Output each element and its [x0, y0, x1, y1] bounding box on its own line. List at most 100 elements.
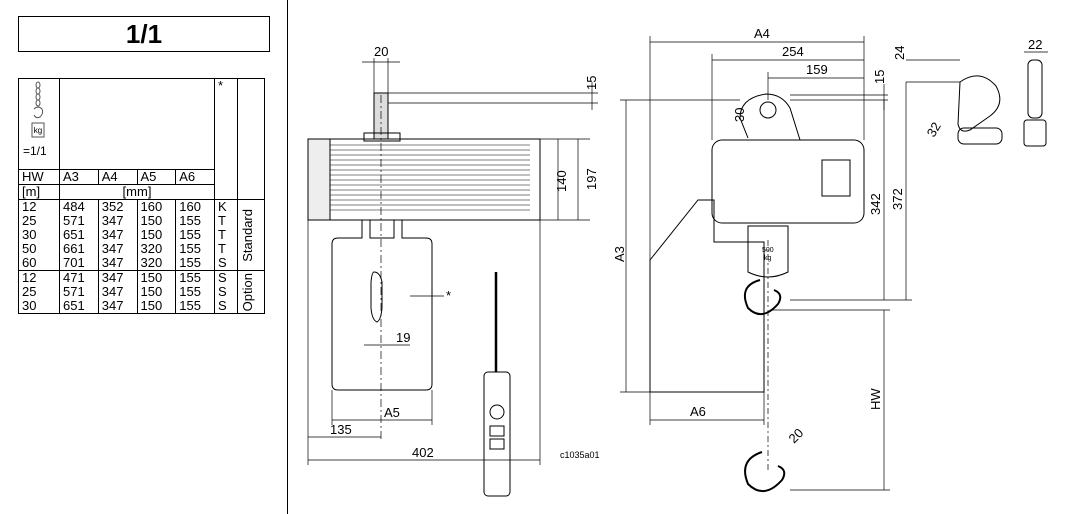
dim-254: 254: [782, 44, 804, 59]
hoist-icon-cell: kg =1/1: [18, 78, 60, 170]
opt-row-2-col-5: S: [218, 298, 227, 313]
std-row-1-col-1: 571: [63, 213, 85, 228]
opt-row-0-col-5: S: [218, 270, 227, 285]
lug-base: [363, 132, 401, 142]
dim-372: 372: [890, 188, 905, 210]
star-marker: *: [446, 288, 451, 303]
dim-20b: 20: [786, 425, 807, 446]
nameplate: [821, 159, 851, 197]
std-row-1-col-0: 25: [22, 213, 37, 228]
dim-197: 197: [584, 168, 599, 190]
std-row-1-col-2: 347: [101, 213, 124, 228]
dim-342: 342: [868, 193, 883, 215]
hook-detail: [957, 75, 1001, 132]
opt-row-1-col-0: 25: [22, 284, 37, 299]
std-row-4-col-4: 155: [179, 255, 201, 270]
unit-m: [m]: [18, 184, 60, 200]
dim-402: 402: [412, 445, 434, 460]
std-row-2-col-2: 347: [101, 227, 124, 242]
std-row-3-col-2: 347: [101, 241, 124, 256]
blank-col: [237, 78, 265, 200]
dim-19: 19: [396, 330, 410, 345]
std-row-4-col-3: 320: [140, 255, 163, 270]
dim-a5: A5: [384, 405, 400, 420]
dim-hw: HW: [868, 388, 883, 410]
ratio-label: =1/1: [23, 144, 47, 158]
std-row-0-col-5: K: [218, 199, 227, 214]
std-row-0-col-2: 352: [101, 199, 124, 214]
dim-22: 22: [1028, 37, 1042, 52]
dim-a6: A6: [690, 404, 706, 419]
std-row-4-col-1: 701: [63, 255, 85, 270]
suspension-eye: [739, 93, 801, 141]
opt-row-1-col-1: 571: [63, 284, 85, 299]
hdr-a4: A4: [97, 169, 138, 185]
chain-bag: [649, 199, 765, 393]
dim-135: 135: [330, 422, 352, 437]
opt-row-0-col-0: 12: [22, 270, 37, 285]
opt-row-1-col-2: 347: [101, 284, 124, 299]
hoist-side-body: [711, 139, 865, 224]
dim-20: 20: [374, 44, 388, 59]
std-row-1-col-5: T: [218, 213, 226, 228]
opt-row-2-col-0: 30: [22, 298, 37, 313]
opt-row-2-col-4: 155: [179, 298, 201, 313]
header-blank: [59, 78, 215, 170]
hoist-body: [307, 138, 541, 221]
drawing-id: c1035a01: [560, 450, 600, 460]
std-row-4-col-2: 347: [101, 255, 124, 270]
hook-bottom: [744, 451, 786, 492]
opt-row-2-col-3: 150: [140, 298, 163, 313]
motor-cap: [307, 138, 331, 221]
std-row-3-col-1: 661: [63, 241, 85, 256]
std-row-3-col-5: T: [218, 241, 226, 256]
std-row-4-col-0: 60: [22, 255, 37, 270]
opt-row-0-col-2: 347: [101, 270, 124, 285]
dim-32: 32: [924, 119, 944, 139]
std-row-4-col-5: S: [218, 255, 227, 270]
opt-row-1-col-4: 155: [179, 284, 201, 299]
option-label-cell: Option: [237, 270, 265, 314]
dim-a3: A3: [612, 246, 627, 262]
opt-row-1-col-3: 150: [140, 284, 163, 299]
dim-140: 140: [554, 170, 569, 192]
std-row-2-col-1: 651: [63, 227, 85, 242]
opt-row-0-col-1: 471: [63, 270, 85, 285]
std-row-2-col-0: 30: [22, 227, 37, 242]
ratio-title: 1/1: [18, 16, 270, 52]
std-row-3-col-3: 320: [140, 241, 163, 256]
dim-30: 30: [732, 108, 747, 122]
opt-row-0-col-4: 155: [179, 270, 201, 285]
chain-hook-icon: kg =1/1: [23, 81, 47, 158]
dim-159: 159: [806, 62, 828, 77]
pendant-control: [483, 371, 511, 497]
chain-box: [331, 219, 433, 391]
vertical-divider: [287, 0, 288, 514]
dim-15b: 15: [872, 70, 887, 84]
std-row-2-col-3: 150: [140, 227, 163, 242]
kg-label: kg: [34, 126, 42, 135]
dim-15: 15: [584, 76, 599, 90]
opt-row-2-col-2: 347: [101, 298, 124, 313]
opt-row-0-col-3: 150: [140, 270, 163, 285]
std-row-0-col-1: 484: [63, 199, 85, 214]
hook-detail-side: [1027, 59, 1043, 119]
hdr-a3: A3: [59, 169, 99, 185]
std-row-1-col-3: 150: [140, 213, 163, 228]
hook-side: [744, 279, 782, 315]
std-row-3-col-0: 50: [22, 241, 37, 256]
std-row-2-col-5: T: [218, 227, 226, 242]
std-row-0-col-4: 160: [179, 199, 201, 214]
